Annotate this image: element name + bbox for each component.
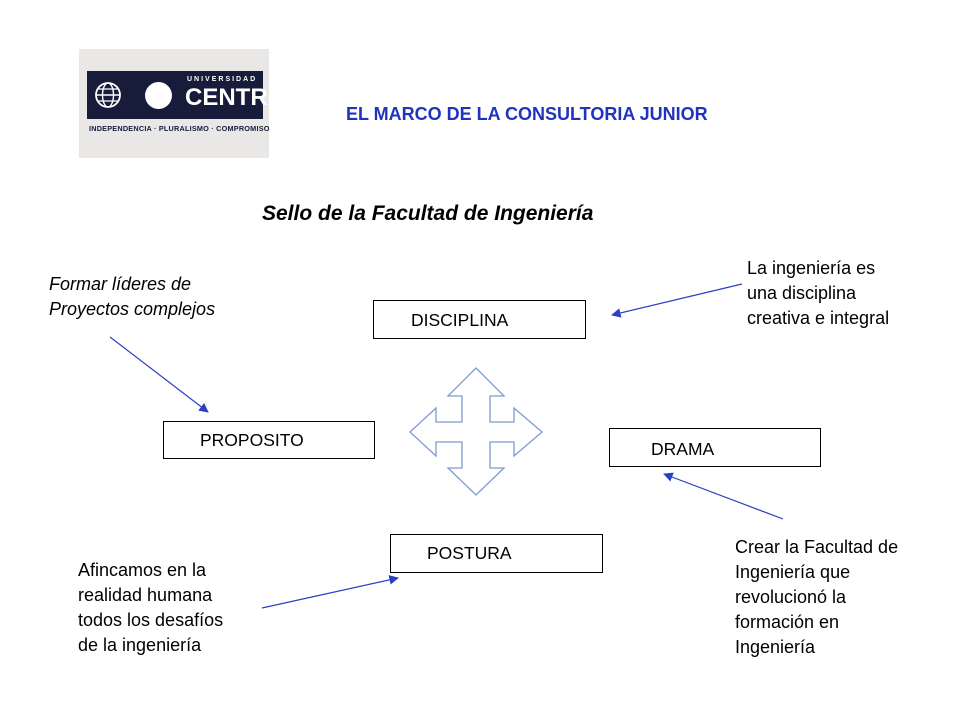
logo-banner: UNIVERSIDAD CENTRAL <box>87 71 300 119</box>
university-logo: UNIVERSIDAD CENTRAL INDEPENDENCIA · PLUR… <box>79 49 300 158</box>
note-afincamos: Afincamos en la realidad humana todos lo… <box>78 558 223 658</box>
disciplina-label: DISCIPLINA <box>411 310 509 330</box>
arrow-ingenieria-to-disciplina <box>611 283 743 318</box>
logo-university-text: UNIVERSIDAD <box>187 76 258 83</box>
note-line: todos los desafíos <box>78 610 224 630</box>
arrow-crear-to-drama <box>663 472 784 520</box>
arrow-lideres-to-proposito <box>109 336 209 413</box>
logo-name-text: CENTRAL <box>185 84 300 111</box>
note-line: de la ingeniería <box>78 635 202 655</box>
note-line: Ingeniería <box>735 637 816 657</box>
note-line: Crear la Facultad de <box>735 537 899 557</box>
proposito-box: PROPOSITO <box>163 421 375 459</box>
note-line: Ingeniería que <box>735 562 851 582</box>
note-line: una disciplina <box>747 283 857 303</box>
proposito-label: PROPOSITO <box>200 430 304 450</box>
postura-label: POSTURA <box>427 543 512 563</box>
disciplina-box: DISCIPLINA <box>373 300 586 339</box>
note-line: Formar líderes de <box>49 274 192 294</box>
note-crear: Crear la Facultad de Ingeniería que revo… <box>735 535 898 660</box>
note-line: Afincamos en la <box>78 560 207 580</box>
note-ingenieria: La ingeniería es una disciplina creativa… <box>747 256 889 331</box>
drama-box: DRAMA <box>609 428 821 467</box>
globe-icon <box>95 82 121 108</box>
note-line: La ingeniería es <box>747 258 876 278</box>
note-line: realidad humana <box>78 585 213 605</box>
four-way-arrow-icon <box>409 367 543 496</box>
logo-circle-icon <box>145 82 172 109</box>
note-lideres: Formar líderes de Proyectos complejos <box>49 272 215 322</box>
diagram-subtitle: Sello de la Facultad de Ingeniería <box>262 202 594 225</box>
page-title: EL MARCO DE LA CONSULTORIA JUNIOR <box>346 104 708 124</box>
note-line: revolucionó la <box>735 587 847 607</box>
note-line: formación en <box>735 612 840 632</box>
postura-box: POSTURA <box>390 534 603 573</box>
drama-label: DRAMA <box>651 439 715 459</box>
note-line: creativa e integral <box>747 308 890 328</box>
note-line: Proyectos complejos <box>49 299 216 319</box>
arrow-afincamos-to-postura <box>261 575 399 609</box>
logo-motto: INDEPENDENCIA · PLURALISMO · COMPROMISO <box>89 124 270 133</box>
